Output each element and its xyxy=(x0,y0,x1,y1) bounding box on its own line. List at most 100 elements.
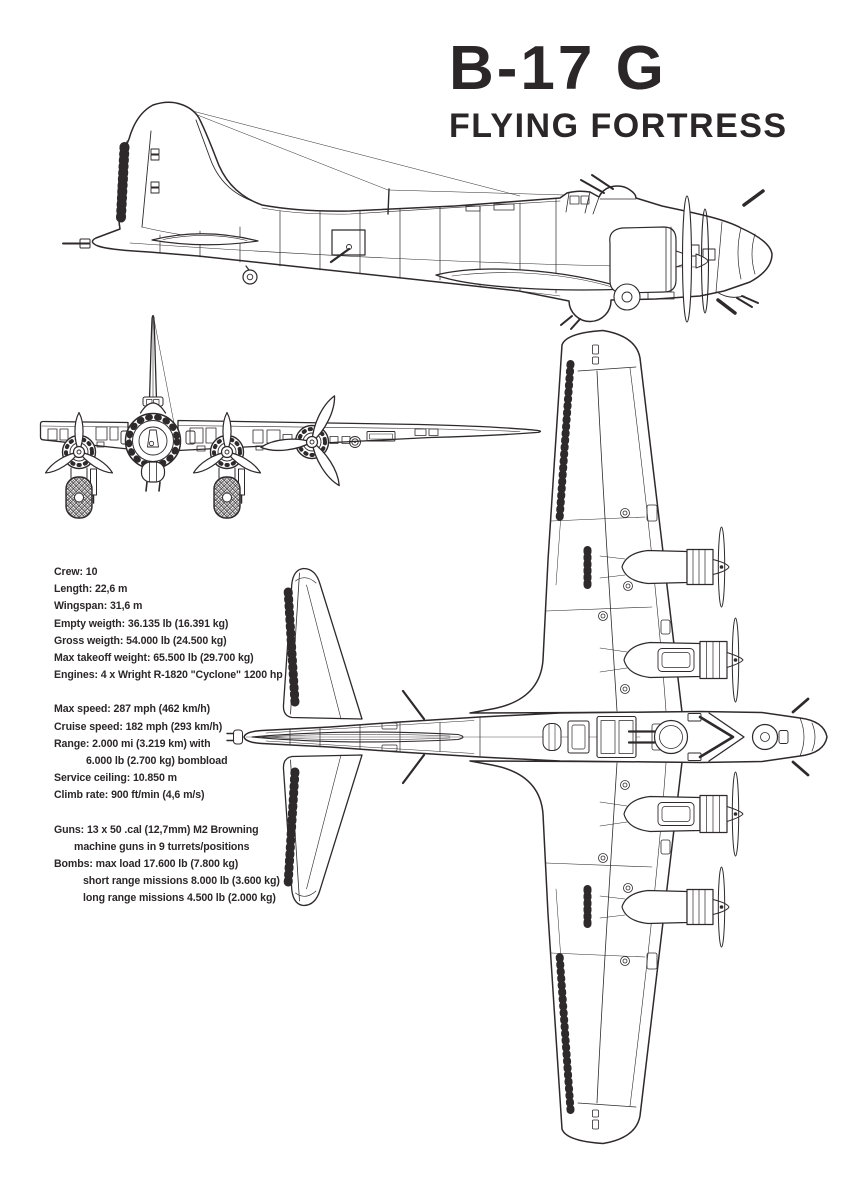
cheek-window xyxy=(185,430,196,445)
chin-turret xyxy=(716,291,745,298)
top-turret-guns xyxy=(627,730,656,744)
nose-glazing-ring xyxy=(138,426,168,456)
spec-line-engines: Engines: 4 x Wright R-1820 "Cyclone" 120… xyxy=(54,669,283,682)
nose-hatch xyxy=(778,730,789,744)
spec-line-length: Length: 22,6 m xyxy=(54,583,128,596)
tail-wheel xyxy=(242,265,258,285)
spinner xyxy=(305,435,319,449)
top-turret-guns xyxy=(580,174,614,194)
elevator-rib-hatching xyxy=(283,587,300,711)
waist-gun-window xyxy=(331,229,366,256)
spec-line-crew: Crew: 10 xyxy=(54,566,98,578)
cockpit-roof-frame xyxy=(698,715,735,759)
nacelle-inner-lower xyxy=(599,771,744,857)
aircraft-model-title: B-17 G xyxy=(449,34,667,103)
spinner xyxy=(220,445,234,459)
aileron-rib-hatching xyxy=(555,360,575,524)
nacelle-outer-upper xyxy=(599,526,730,608)
astrodome xyxy=(751,723,779,751)
cockpit-canopy xyxy=(565,191,637,215)
rudder-rib-hatching xyxy=(115,142,130,226)
belly-line xyxy=(518,290,561,297)
spec-line-max-speed: Max speed: 287 mph (462 km/h) xyxy=(54,703,211,716)
front-view xyxy=(39,314,542,519)
spec-line-gross-weight: Gross weigth: 54.000 lb (24.500 kg) xyxy=(54,634,227,647)
spec-line-range: Range: 2.000 mi (3.219 km) with xyxy=(54,737,211,750)
propeller xyxy=(192,411,262,474)
left-wing xyxy=(39,420,129,450)
engine-right-inboard xyxy=(192,411,262,519)
far-propeller-blades xyxy=(716,189,765,315)
wing-roundel xyxy=(349,436,361,448)
cowl-rings xyxy=(665,226,672,293)
nacelle-inner-upper xyxy=(599,617,744,703)
tail-gun-barrels xyxy=(226,732,235,742)
spec-line-bombs-short-range: short range missions 8.000 lb (3.600 kg) xyxy=(83,875,280,888)
wing-fastener-marks xyxy=(598,780,633,966)
main-wheel-hub xyxy=(621,291,633,303)
spinner xyxy=(72,445,86,459)
waist-gun-barrel xyxy=(329,247,351,264)
top-view xyxy=(226,329,828,1145)
antenna-mast xyxy=(387,188,390,215)
aileron-panel xyxy=(366,431,396,442)
specs-armament-group: Guns: 13 x 50 .cal (12,7mm) M2 Browning … xyxy=(54,822,354,908)
engine-right-outboard xyxy=(260,395,340,487)
stabilizer-upper xyxy=(282,567,363,720)
bomb-bay xyxy=(596,715,637,759)
ball-turret-guns xyxy=(560,315,581,330)
chin-turret xyxy=(140,461,166,483)
radio-hatch xyxy=(493,203,515,211)
antenna-wires xyxy=(176,106,566,197)
tail-gun-position xyxy=(233,729,243,745)
specs-block: Crew: 10 Length: 22,6 m Wingspan: 31,6 m… xyxy=(54,564,354,925)
propeller-disc xyxy=(681,195,693,323)
top-turret xyxy=(627,719,689,755)
chin-turret-guns xyxy=(736,295,759,308)
fuselage-hatches xyxy=(542,715,637,759)
propeller-disc xyxy=(731,771,740,857)
spec-line-bombs: Bombs: max load 17.600 lb (7.800 kg) xyxy=(54,858,239,871)
main-wheel xyxy=(613,283,641,311)
specs-performance-group: Max speed: 287 mph (462 km/h) Cruise spe… xyxy=(54,701,354,804)
wing-lower xyxy=(469,760,683,1145)
spec-line-guns-detail: machine guns in 9 turrets/positions xyxy=(74,840,250,853)
bombsight xyxy=(148,440,155,447)
chin-turret-frames xyxy=(149,461,157,483)
cheek-gun-barrels xyxy=(791,697,810,777)
propeller-disc-far xyxy=(700,208,710,314)
dorsal-hatch xyxy=(465,205,481,212)
waist-gun-barrels xyxy=(401,689,426,785)
wing-fastener-marks xyxy=(598,508,633,694)
title-block: B-17 G FLYING FORTRESS xyxy=(449,34,788,145)
propeller-disc xyxy=(731,617,740,703)
spec-line-bombs-long-range: long range missions 4.500 lb (2.000 kg) xyxy=(83,892,276,905)
specs-general-group: Crew: 10 Length: 22,6 m Wingspan: 31,6 m… xyxy=(54,564,354,684)
side-view xyxy=(62,101,773,330)
engine-left-inboard xyxy=(44,411,114,519)
wing-upper xyxy=(469,329,683,714)
nacelle-outer-lower xyxy=(599,866,730,948)
tail-gun-mount xyxy=(79,238,91,249)
chin-turret-guns xyxy=(145,481,161,492)
propeller xyxy=(260,395,340,487)
propeller-disc xyxy=(717,866,726,948)
elevator-rib-hatching xyxy=(283,763,300,887)
wing-edge-inner xyxy=(451,272,613,288)
cheek-window xyxy=(120,430,131,445)
spec-line-empty-weight: Empty weigth: 36.135 lb (16.391 kg) xyxy=(54,617,229,630)
stabilizer-lower xyxy=(282,754,363,907)
propeller xyxy=(44,411,114,474)
aileron-rib-hatching xyxy=(555,950,575,1114)
aircraft-name-subtitle: FLYING FORTRESS xyxy=(449,107,788,145)
cockpit-roof-frame-inner xyxy=(708,712,745,762)
fuselage-front xyxy=(124,412,182,470)
aileron-panel-inner xyxy=(369,433,393,440)
spec-line-max-takeoff-weight: Max takeoff weight: 65.500 lb (29.700 kg… xyxy=(54,652,254,665)
spec-line-wingspan: Wingspan: 31,6 m xyxy=(54,600,143,613)
spec-line-climb-rate: Climb rate: 900 ft/min (4,6 m/s) xyxy=(54,789,205,802)
stabilizer-edge xyxy=(151,233,259,246)
nose-glazing-frames xyxy=(799,717,816,757)
